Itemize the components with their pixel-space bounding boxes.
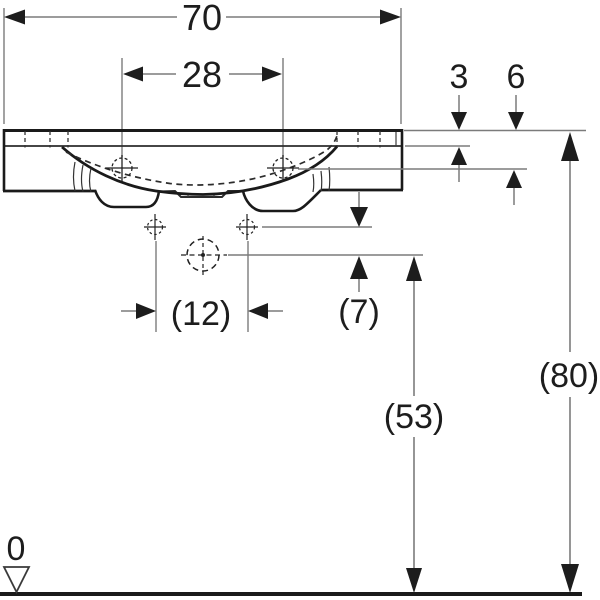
bowl-hidden-curve xyxy=(65,130,339,186)
hatch-line xyxy=(328,166,331,192)
dim-rim-thickness: 3 xyxy=(450,58,469,182)
dim-tap-hole-spacing: 28 xyxy=(121,54,284,157)
hatch-line xyxy=(312,173,315,193)
basin-right-foot xyxy=(241,189,322,213)
floor-level: 0 xyxy=(0,530,582,596)
floor-level-label: 0 xyxy=(7,530,26,568)
arrowhead-up-icon xyxy=(561,132,579,161)
dim-fixing-to-drain: (7) xyxy=(338,192,380,331)
hatch-line xyxy=(80,164,84,192)
arrowhead-down-icon xyxy=(406,568,422,593)
bowl-hatch-left xyxy=(72,161,92,193)
dim-fixing-hole-spacing: (12) xyxy=(121,241,283,333)
arrowhead-down-icon xyxy=(350,207,368,227)
fixing-hole-mark-right xyxy=(236,214,258,240)
arrowhead-left-icon xyxy=(248,303,268,319)
hatch-line xyxy=(320,170,323,192)
washbasin-outline xyxy=(2,129,404,213)
dim-label-top-edge-height: (80) xyxy=(539,357,599,395)
dim-label-fixing-to-drain: (7) xyxy=(338,293,380,331)
dim-label-drain-height: (53) xyxy=(384,398,444,436)
dim-drain-height: (53) xyxy=(384,256,444,593)
bowl-hatch-right xyxy=(312,166,331,193)
arrowhead-up-icon xyxy=(451,147,467,165)
arrowhead-up-icon xyxy=(406,256,422,281)
hatch-line xyxy=(88,167,92,193)
centre-dot xyxy=(201,253,205,257)
dim-label-overall-width: 70 xyxy=(182,0,222,38)
dim-top-edge-height: (80) xyxy=(539,132,599,593)
arrowhead-right-icon xyxy=(136,303,156,319)
dim-label-tap-hole-spacing: 28 xyxy=(182,54,222,95)
tap-hole-mark-right xyxy=(267,155,299,182)
dim-label-fixing-hole-spacing: (12) xyxy=(171,295,231,333)
arrowhead-down-icon xyxy=(561,564,579,593)
dim-overall-width: 70 xyxy=(3,0,402,124)
tap-hole-mark-left xyxy=(106,155,138,182)
dim-rim-to-overflow: 6 xyxy=(506,58,525,205)
hatch-line xyxy=(72,161,76,192)
basin-left-foot xyxy=(93,189,161,209)
rim-hidden-ticks xyxy=(24,131,381,148)
arrowhead-left-icon xyxy=(4,9,25,25)
datum-triangle-icon xyxy=(2,566,31,595)
basin-drain-recess xyxy=(158,189,243,198)
fixing-hole-mark-left xyxy=(144,214,166,240)
bowl-front-curve xyxy=(61,145,339,196)
dim-label-rim-to-overflow: 6 xyxy=(507,58,526,96)
arrowhead-down-icon xyxy=(508,112,524,130)
arrowhead-right-icon xyxy=(380,9,401,25)
drain-centre-mark xyxy=(181,236,227,276)
arrowhead-down-icon xyxy=(451,112,467,130)
arrowhead-right-icon xyxy=(262,66,282,82)
arrowhead-up-icon xyxy=(506,170,522,188)
arrowhead-up-icon xyxy=(350,256,368,279)
dim-label-rim-thickness: 3 xyxy=(450,58,469,96)
arrowhead-left-icon xyxy=(123,66,143,82)
reference-lines xyxy=(228,129,586,256)
